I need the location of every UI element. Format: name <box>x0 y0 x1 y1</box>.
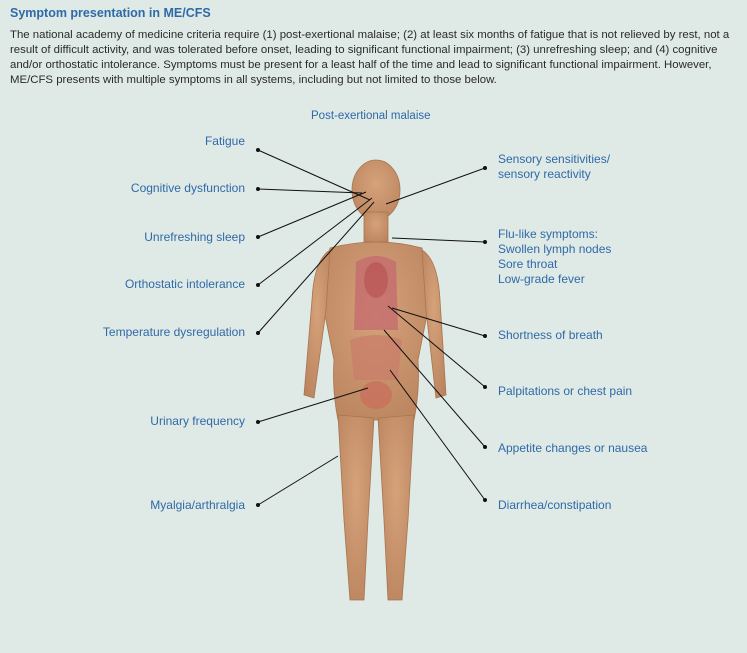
leader-line-fatigue <box>257 149 371 201</box>
leader-line-diarrhea <box>389 369 486 501</box>
leader-dot-sleep <box>256 235 260 239</box>
label-fatigue: Fatigue <box>204 134 245 148</box>
leader-dot-fatigue <box>256 148 260 152</box>
leader-dot-temperature <box>256 331 260 335</box>
leader-line-breath <box>391 307 486 337</box>
organ-overlay <box>350 256 402 409</box>
leader-dot-appetite <box>483 445 487 449</box>
leader-dot-orthostatic <box>256 283 260 287</box>
leader-dot-diarrhea <box>483 498 487 502</box>
label-myalgia-arthralgia: Myalgia/arthralgia <box>150 498 245 512</box>
leader-dots <box>256 148 487 507</box>
leader-line-flu <box>391 237 486 243</box>
label-urinary-frequency: Urinary frequency <box>150 414 245 428</box>
leader-dot-palpitations <box>483 385 487 389</box>
leader-lines <box>257 149 486 506</box>
leader-line-myalgia <box>257 455 339 506</box>
leader-dot-sensory <box>483 166 487 170</box>
leader-dot-myalgia <box>256 503 260 507</box>
leader-line-sensory <box>385 167 486 205</box>
label-sensory-sensitivities: Sensory sensitivities/ sensory reactivit… <box>498 152 611 181</box>
leader-line-palpitations <box>387 305 486 388</box>
label-unrefreshing-sleep: Unrefreshing sleep <box>144 230 245 244</box>
leader-line-appetite <box>383 329 486 448</box>
leader-line-cognitive <box>257 188 363 194</box>
leader-dot-urinary <box>256 420 260 424</box>
leader-line-temperature <box>257 201 375 334</box>
label-cognitive-dysfunction: Cognitive dysfunction <box>130 181 245 195</box>
label-diarrhea-constipation: Diarrhea/constipation <box>498 498 612 512</box>
leader-dot-flu <box>483 240 487 244</box>
label-flu-like-symptoms: Flu-like symptoms: Swollen lymph nodes S… <box>498 227 612 286</box>
leader-line-orthostatic <box>257 197 373 286</box>
label-shortness-of-breath: Shortness of breath <box>498 328 603 342</box>
label-temperature-dysregulation: Temperature dysregulation <box>102 325 245 339</box>
label-orthostatic-intolerance: Orthostatic intolerance <box>124 277 245 291</box>
page-title: Symptom presentation in ME/CFS <box>10 6 211 20</box>
label-palpitations: Palpitations or chest pain <box>498 384 633 398</box>
leader-line-sleep <box>257 191 367 238</box>
label-appetite-changes: Appetite changes or nausea <box>498 441 648 455</box>
leader-dot-breath <box>483 334 487 338</box>
label-post-exertional-malaise: Post-exertional malaise <box>311 110 431 122</box>
intro-paragraph: The national academy of medicine criteri… <box>10 29 730 86</box>
body-silhouette <box>303 159 447 601</box>
leader-dot-cognitive <box>256 187 260 191</box>
leader-line-urinary <box>257 387 369 423</box>
